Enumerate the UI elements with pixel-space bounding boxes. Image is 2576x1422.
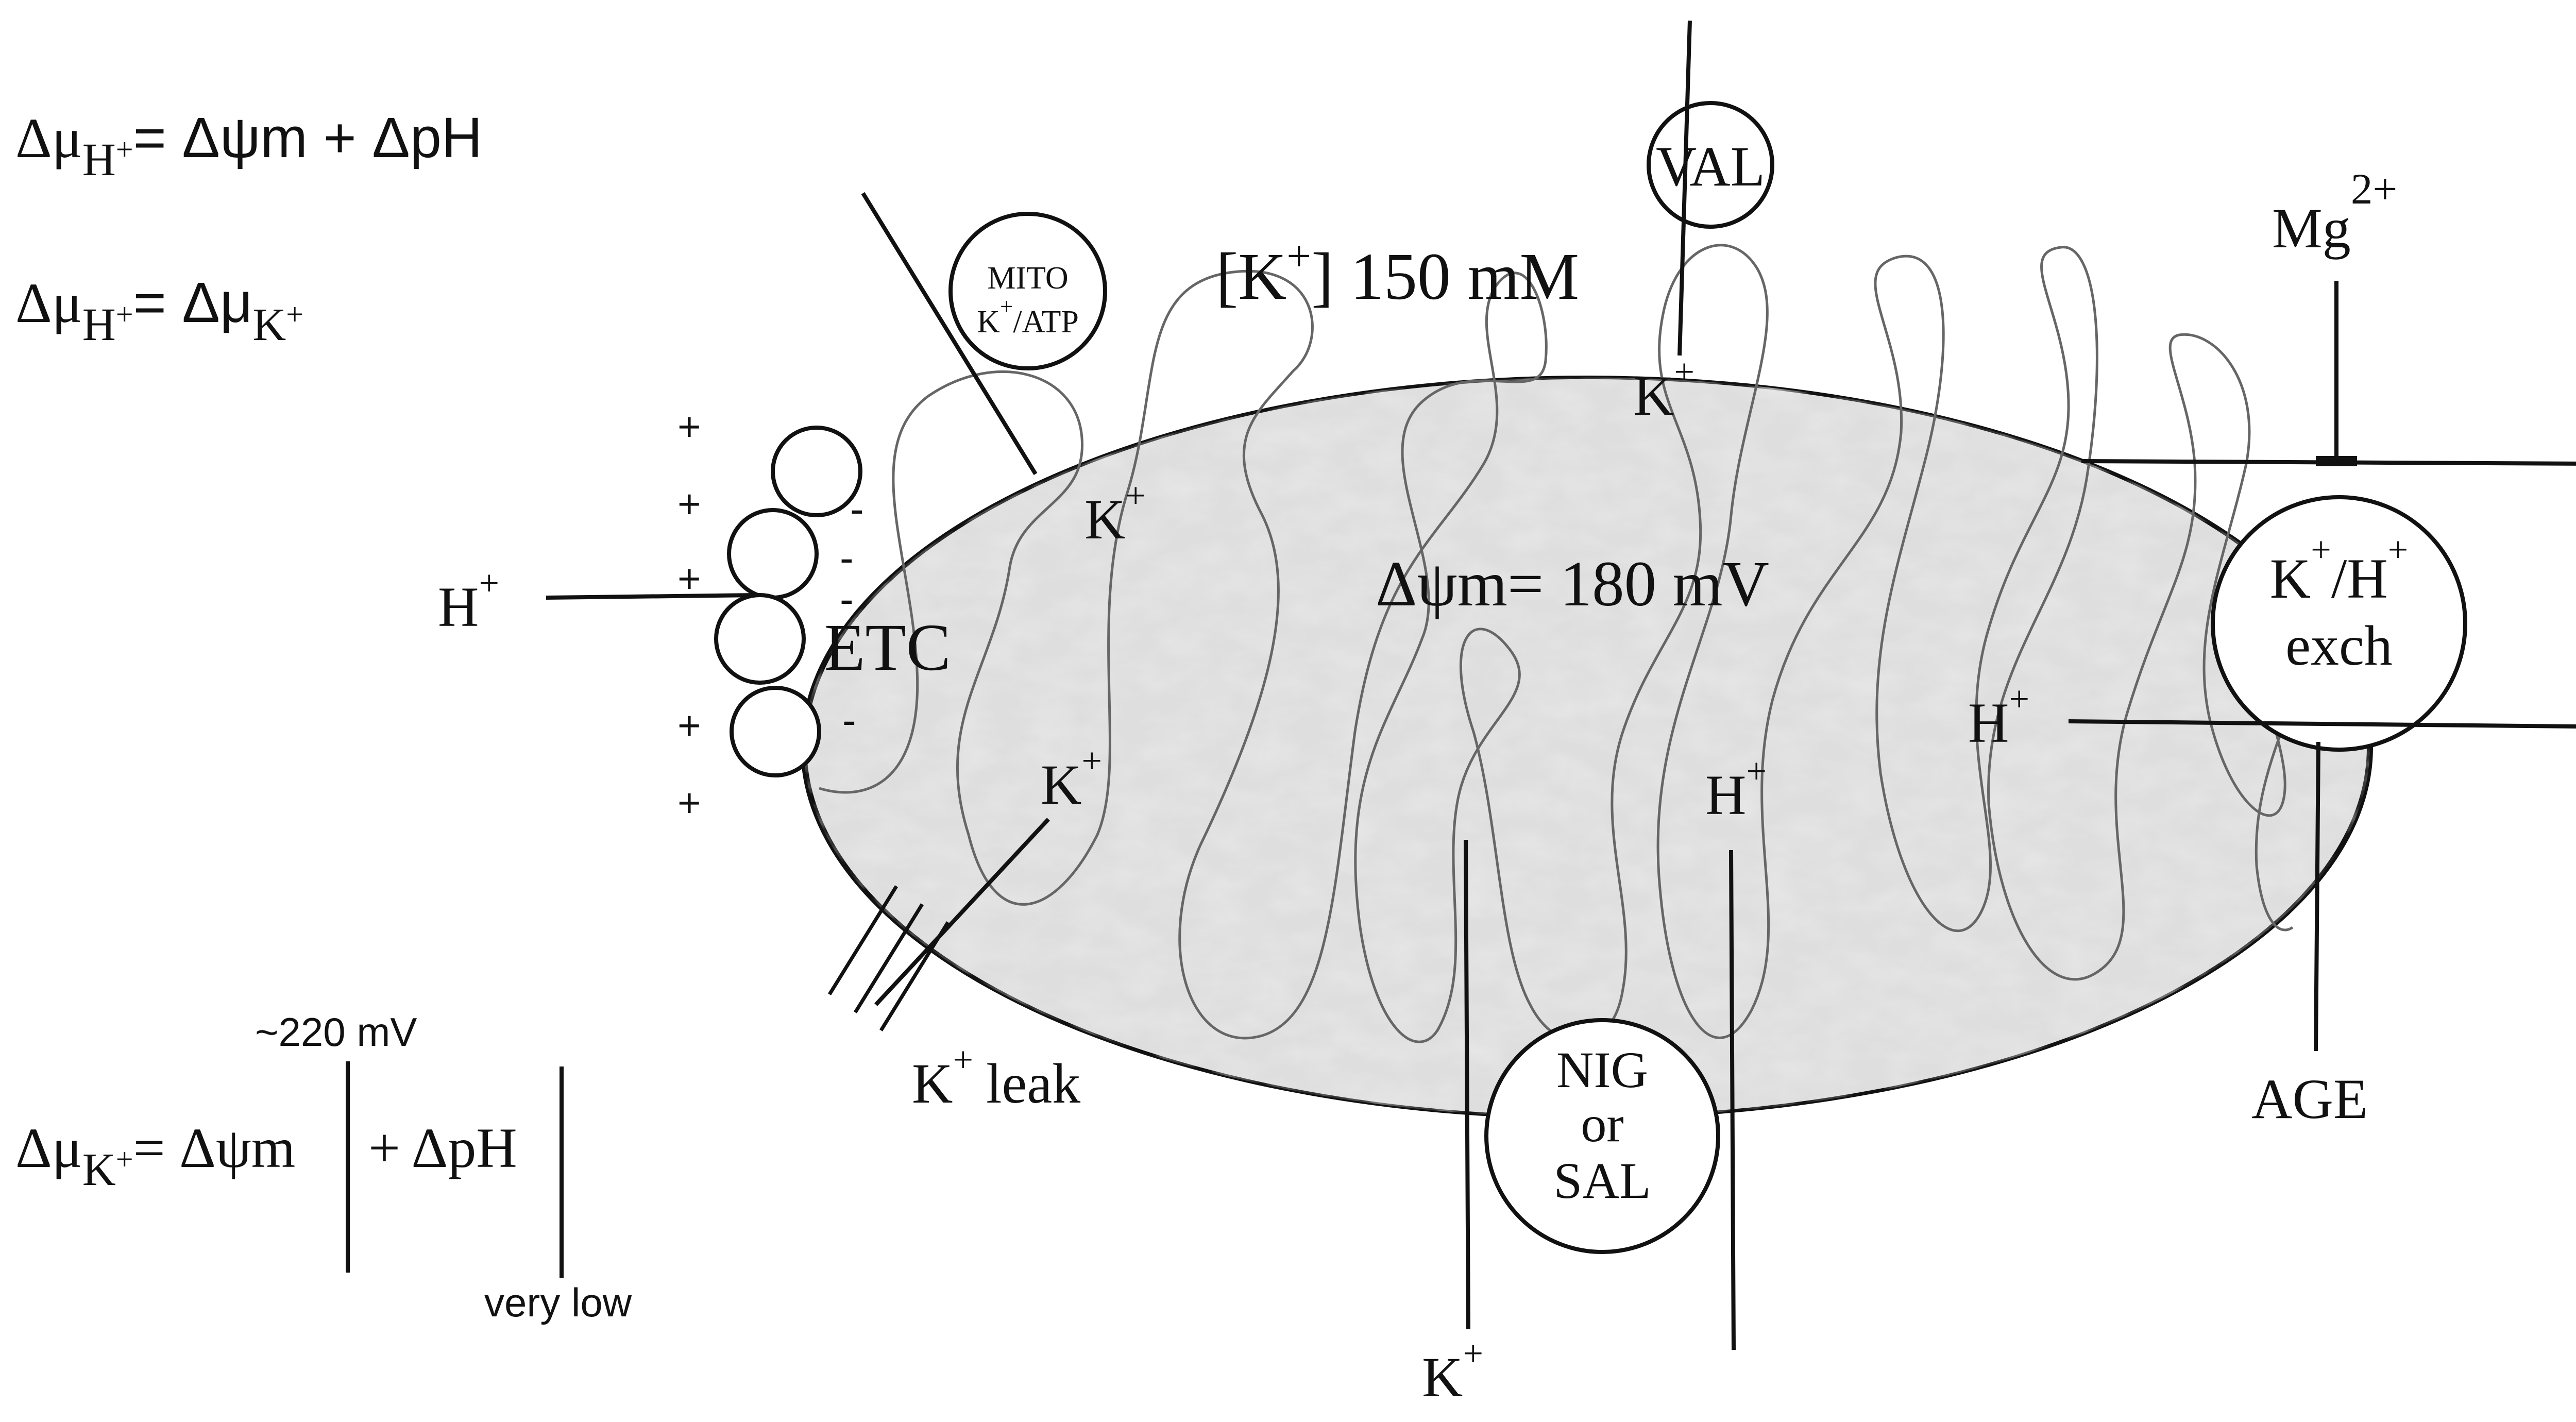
mg-label: Mg2+ — [2272, 165, 2397, 260]
k-ion-val: K+ — [1633, 352, 1694, 427]
k-h-exchanger — [2211, 495, 2467, 752]
arrows — [346, 20, 2576, 1350]
k-leak-label: K+leak — [912, 1040, 1080, 1115]
svg-text:-: - — [840, 576, 854, 622]
k-leak-arrow — [874, 818, 1050, 1006]
equation-2: ΔμH+= ΔμK+ — [15, 271, 303, 350]
age-label: AGE — [2251, 1068, 2368, 1130]
k-concentration-label: [K+] 150 mM — [1216, 232, 1579, 314]
nig-h-influx-arrow — [1729, 850, 1736, 1350]
exch-label-1: K+/H+ — [2270, 530, 2408, 610]
k-ion-bottom: K+ — [1422, 1334, 1483, 1409]
etc-circle-4 — [730, 686, 821, 777]
k-ion-katp: K+ — [1084, 476, 1146, 551]
svg-text:-: - — [842, 697, 856, 743]
svg-text:-: - — [840, 535, 854, 581]
h-efflux-arrow — [546, 593, 758, 600]
dpsi-up-label: ~220 mV — [255, 1009, 417, 1055]
etc-circle-3 — [714, 593, 806, 685]
katp-influx-arrow — [861, 192, 1038, 476]
h-ion-left: H+ — [438, 564, 499, 638]
age-arrow — [2314, 741, 2320, 1052]
mito-katp-label-2: K+/ATP — [977, 294, 1079, 340]
inner-minus-signs: - - - - — [840, 486, 864, 743]
nig-k-efflux-arrow — [1464, 839, 1470, 1330]
exch-label-2: exch — [2285, 614, 2393, 677]
svg-text:+: + — [677, 404, 701, 449]
outer-plus-signs: + + + + + — [677, 404, 701, 825]
nig-label-2: or — [1581, 1095, 1623, 1153]
delta-psi-label: Δψm= 180 mV — [1376, 549, 1769, 620]
nig-label-1: NIG — [1556, 1041, 1648, 1098]
nigericin-salinomycin-carrier — [1484, 1018, 1720, 1254]
valinomycin-carrier — [1647, 101, 1774, 229]
mito-katp-label-1: MITO — [987, 261, 1068, 296]
nig-label-3: SAL — [1554, 1152, 1651, 1209]
svg-text:+: + — [677, 481, 701, 527]
exch-h-influx-arrow — [2068, 719, 2576, 729]
matrix-texture — [804, 377, 2370, 1118]
etc-complex — [714, 426, 862, 777]
etc-label: ETC — [824, 611, 951, 685]
val-influx-arrow — [1677, 20, 1692, 356]
etc-circle-1 — [771, 426, 862, 517]
equation-3: ΔμK+= Δψm — [15, 1116, 295, 1195]
k-ion-leak: K+ — [1041, 741, 1102, 816]
val-label: VAL — [1656, 135, 1765, 198]
h-ion-nig: H+ — [1705, 752, 1767, 826]
equation-3-dph: + ΔpH — [368, 1116, 517, 1179]
inner-membrane-cristae — [819, 244, 2312, 1043]
svg-text:-: - — [850, 486, 864, 532]
equation-1: ΔμH+= Δψm + ΔpH — [15, 106, 482, 185]
mito-katp-channel — [948, 212, 1107, 370]
svg-text:+: + — [677, 556, 701, 601]
svg-text:+: + — [677, 703, 701, 748]
etc-circle-2 — [727, 508, 819, 600]
dph-down-label: very low — [484, 1280, 632, 1325]
svg-text:+: + — [677, 780, 701, 825]
h-ion-exch: H+ — [1968, 680, 2029, 754]
